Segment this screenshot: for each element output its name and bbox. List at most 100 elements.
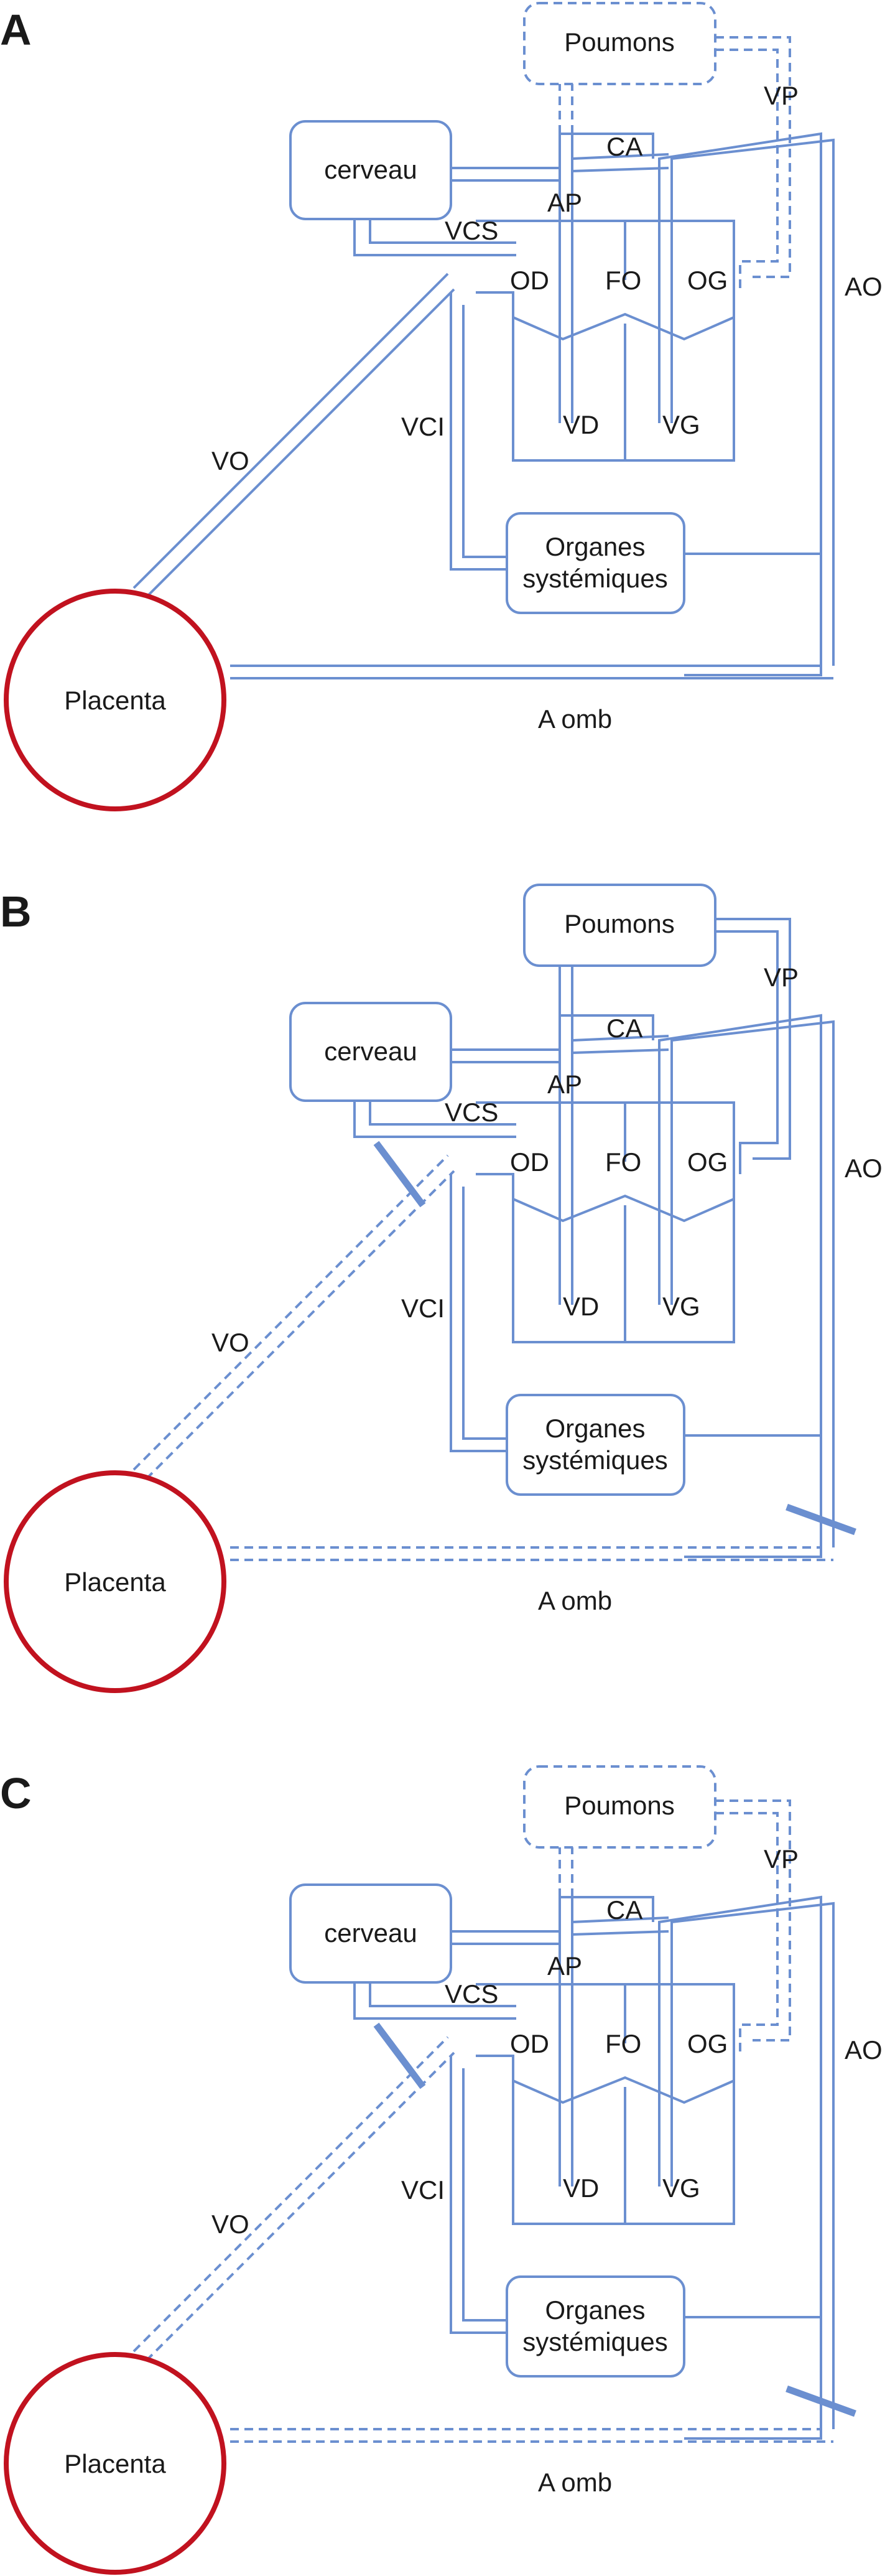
label-vg: VG xyxy=(662,2173,700,2203)
brain-label: cerveau xyxy=(324,1037,417,1066)
label-vd: VD xyxy=(563,1292,599,1321)
placenta-label: Placenta xyxy=(64,686,166,715)
pulmonary-artery-to-lungs xyxy=(559,1847,573,1897)
lungs-label: Poumons xyxy=(564,909,674,938)
systemic-organs-label-2: systémiques xyxy=(522,2327,667,2356)
label-vd: VD xyxy=(563,410,599,439)
label-ap: AP xyxy=(547,1951,582,1981)
label-vci: VCI xyxy=(401,412,445,441)
heart-outline xyxy=(476,1983,735,2225)
placenta-circle xyxy=(4,589,226,811)
umbilical-vein-clamp xyxy=(373,1141,426,1208)
placenta-circle xyxy=(4,2352,226,2575)
systemic-organs-box xyxy=(506,512,685,614)
ductus-arteriosus xyxy=(560,133,654,159)
label-og: OG xyxy=(687,1147,728,1177)
atrioventricular-valves xyxy=(512,2076,735,2104)
label-ao: AO xyxy=(845,1154,883,1183)
pulmonary-artery-trunk xyxy=(559,1015,573,1305)
label-vo: VO xyxy=(211,2210,249,2239)
label-vci: VCI xyxy=(401,2175,445,2205)
lungs-box xyxy=(523,2,716,85)
systemic-organs-label-1: Organes xyxy=(545,2295,645,2325)
lungs-label: Poumons xyxy=(564,1791,674,1820)
brain-artery xyxy=(451,1048,560,1063)
panel-letter: C xyxy=(0,1769,32,1818)
label-vcs: VCS xyxy=(445,1098,498,1127)
heart-outline xyxy=(476,220,735,462)
superior-vena-cava xyxy=(353,219,516,256)
systemic-organs-label-2: systémiques xyxy=(522,1445,667,1475)
lungs-label: Poumons xyxy=(564,27,674,57)
label-od: OD xyxy=(510,266,549,295)
label-ao: AO xyxy=(845,2035,883,2065)
aorta-outer xyxy=(658,1895,822,2440)
label-ca: CA xyxy=(606,132,642,161)
pulmonary-veins xyxy=(715,1799,791,2056)
label-vo: VO xyxy=(211,1328,249,1357)
pulmonary-artery-trunk xyxy=(559,1897,573,2186)
label-ap: AP xyxy=(547,1070,582,1099)
pulmonary-veins xyxy=(715,918,791,1174)
label-og: OG xyxy=(687,2029,728,2058)
brain-artery xyxy=(451,167,560,182)
label-a-omb: A omb xyxy=(538,704,612,734)
lungs-box xyxy=(523,1765,716,1849)
placenta-label: Placenta xyxy=(64,2449,166,2478)
pulmonary-artery-to-lungs xyxy=(559,84,573,134)
label-a-omb: A omb xyxy=(538,2468,612,2497)
heart-outline xyxy=(476,1101,735,1343)
label-ca: CA xyxy=(606,1014,642,1043)
inferior-vena-cava xyxy=(450,2056,507,2334)
pulmonary-artery-trunk xyxy=(559,134,573,423)
label-vg: VG xyxy=(662,410,700,439)
ductus-arteriosus xyxy=(560,1896,654,1922)
atrioventricular-valves xyxy=(512,1194,735,1223)
systemic-organs-box xyxy=(506,1394,685,1496)
aorta-inner xyxy=(670,138,835,666)
atrioventricular-valves xyxy=(512,312,735,341)
placenta-label: Placenta xyxy=(64,1567,166,1597)
systemic-organs-label-1: Organes xyxy=(545,532,645,561)
label-vg: VG xyxy=(662,1292,700,1321)
umbilical-vein xyxy=(132,1154,455,1480)
aorta-inner xyxy=(670,1902,835,2429)
panel-a: AcerveauPoumonsOrganessystémiquesPlacent… xyxy=(0,2,883,811)
aorta-outer xyxy=(658,132,822,676)
aorta-outer xyxy=(658,1014,822,1558)
label-vd: VD xyxy=(563,2173,599,2203)
umbilical-artery-clamp xyxy=(786,2385,856,2417)
superior-vena-cava xyxy=(353,1101,516,1138)
brain-artery xyxy=(451,1930,560,1945)
label-od: OD xyxy=(510,2029,549,2058)
label-vcs: VCS xyxy=(445,216,498,245)
brain-label: cerveau xyxy=(324,155,417,184)
label-vp: VP xyxy=(764,81,799,110)
umbilical-arteries xyxy=(230,665,833,679)
label-vo: VO xyxy=(211,446,249,475)
label-vci: VCI xyxy=(401,1294,445,1323)
systemic-organs-box xyxy=(506,2275,685,2378)
umbilical-vein xyxy=(132,2036,455,2362)
inferior-vena-cava xyxy=(450,1174,507,1452)
umbilical-vein xyxy=(132,273,455,599)
aorta-inner xyxy=(670,1020,835,1547)
panel-letter: B xyxy=(0,887,32,936)
placenta-circle xyxy=(4,1470,226,1693)
inferior-vena-cava xyxy=(450,292,507,571)
label-ao: AO xyxy=(845,272,883,301)
label-a-omb: A omb xyxy=(538,1586,612,1615)
panel-letter: A xyxy=(0,6,32,54)
label-fo: FO xyxy=(605,2029,641,2058)
umbilical-arteries xyxy=(230,1546,833,1561)
label-fo: FO xyxy=(605,266,641,295)
label-vcs: VCS xyxy=(445,1979,498,2009)
lungs-box xyxy=(523,884,716,967)
label-ap: AP xyxy=(547,188,582,217)
superior-vena-cava xyxy=(353,1982,516,2020)
umbilical-vein-clamp xyxy=(373,2022,426,2089)
umbilical-artery-clamp xyxy=(786,1503,856,1536)
brain-label: cerveau xyxy=(324,1918,417,1948)
